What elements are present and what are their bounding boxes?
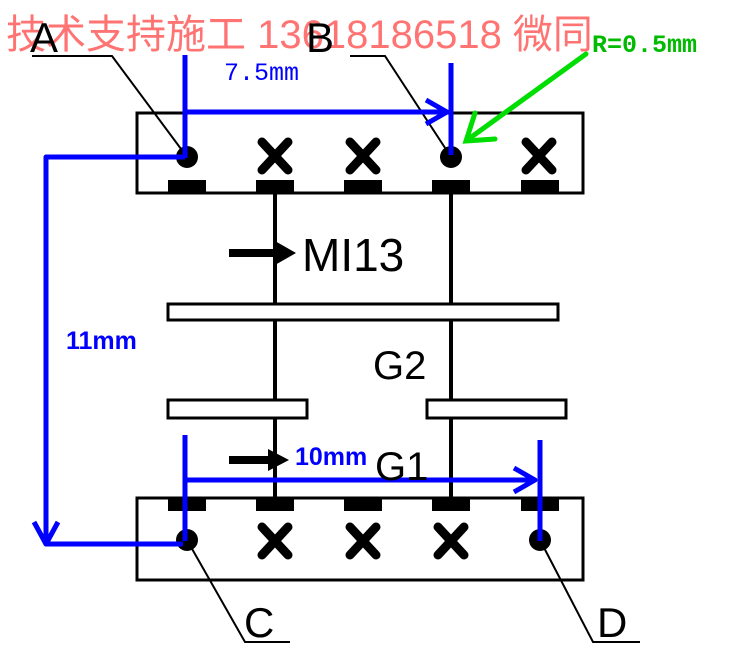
radius-callout — [462, 51, 589, 144]
dimension-lines — [31, 55, 543, 547]
top-pin-pads — [168, 180, 559, 193]
g2-plate — [166, 302, 560, 322]
pin-pad — [344, 498, 382, 511]
arrowhead-icon — [512, 465, 538, 495]
arrow-right-icon — [275, 241, 296, 265]
cross-icon — [345, 137, 381, 175]
leader-d — [539, 539, 640, 643]
g1-plate-right — [425, 398, 568, 420]
cross-icon — [257, 137, 293, 175]
arrowhead-icon — [31, 520, 61, 547]
top-unused-pin-marks — [257, 137, 557, 175]
pin-label-a: A — [30, 14, 58, 61]
radius-callout-line — [467, 51, 589, 141]
watermark-text: 技术支持施工 13618186518 微同 — [6, 13, 593, 57]
pin-pad — [256, 498, 294, 511]
dim-vertical-path — [43, 154, 185, 547]
gap-g2-label: G2 — [373, 344, 426, 388]
dim-pin-pitch-label: 7.5mm — [224, 59, 299, 88]
cross-icon — [521, 137, 557, 175]
dim-vertical-label: 11mm — [66, 327, 137, 355]
pin-pad — [432, 498, 470, 511]
arrow-right-icon — [268, 449, 289, 471]
pin-label-b: B — [306, 14, 334, 61]
cross-icon — [433, 522, 469, 560]
leader-c — [186, 539, 290, 643]
pin-pad — [344, 180, 382, 193]
bottom-unused-pin-marks — [257, 522, 469, 560]
pin-pad — [432, 180, 470, 193]
pin-pad — [168, 180, 206, 193]
bottom-pin-pads — [168, 498, 559, 511]
pin-pad — [256, 180, 294, 193]
dim-bottom-span-label: 10mm — [295, 443, 367, 471]
pin-label-d: D — [597, 599, 627, 646]
arrowhead-icon — [424, 97, 450, 127]
cross-icon — [345, 522, 381, 560]
gap-g1-label: G1 — [375, 445, 428, 489]
pin-label-c: C — [244, 599, 274, 646]
pin-pad — [521, 180, 559, 193]
g1-plate-left — [166, 398, 309, 420]
arrowhead-icon — [462, 110, 498, 144]
radius-label: R=0.5mm — [592, 31, 697, 60]
insertion-arrows — [229, 241, 296, 471]
core-label: MI13 — [302, 229, 404, 281]
leader-a — [32, 55, 188, 158]
cross-icon — [257, 522, 293, 560]
